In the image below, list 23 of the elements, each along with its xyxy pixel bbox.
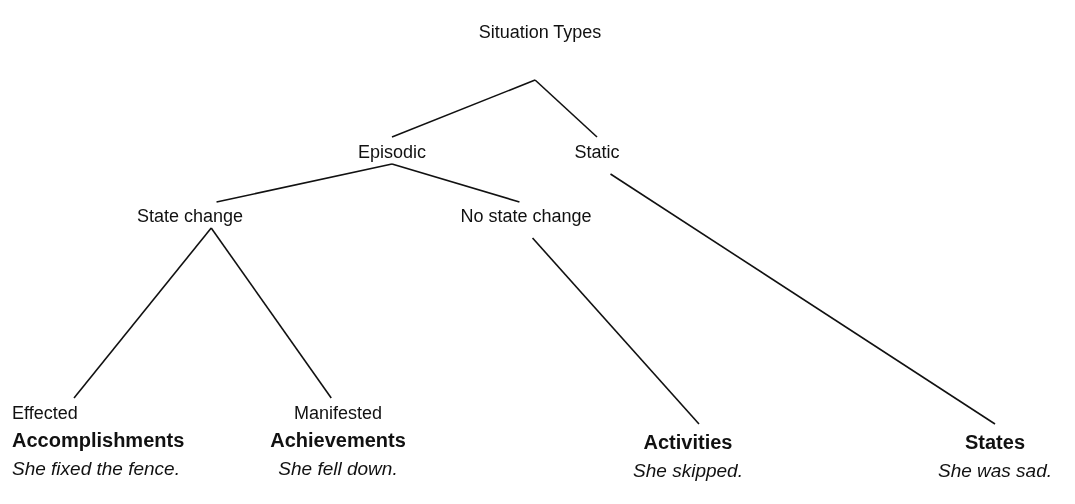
tree-node-label: No state change — [460, 205, 592, 228]
tree-branch-line — [534, 79, 598, 138]
category-label: States — [965, 430, 1025, 455]
tree-node-label: Episodic — [358, 141, 426, 164]
tree-branch-line — [391, 163, 521, 203]
tree-branch-line — [73, 227, 212, 399]
subtype-label: Effected — [12, 402, 78, 425]
tree-node-label: Situation Types — [478, 21, 602, 44]
example-sentence: She fell down. — [278, 457, 398, 481]
category-label: Accomplishments — [12, 428, 185, 453]
tree-branch-line — [210, 227, 333, 399]
subtype-label: Manifested — [293, 402, 383, 425]
tree-branch-line — [531, 237, 700, 425]
tree-node-label: State change — [136, 205, 244, 228]
example-sentence: She was sad. — [937, 459, 1053, 483]
tree-node-label: Static — [574, 141, 620, 164]
tree-branch-line — [391, 79, 536, 138]
category-label: Activities — [643, 430, 733, 455]
tree-branch-line — [215, 163, 393, 203]
tree-branch-line — [609, 173, 996, 425]
example-sentence: She fixed the fence. — [12, 457, 180, 481]
example-sentence: She skipped. — [633, 459, 743, 483]
category-label: Achievements — [270, 428, 406, 453]
